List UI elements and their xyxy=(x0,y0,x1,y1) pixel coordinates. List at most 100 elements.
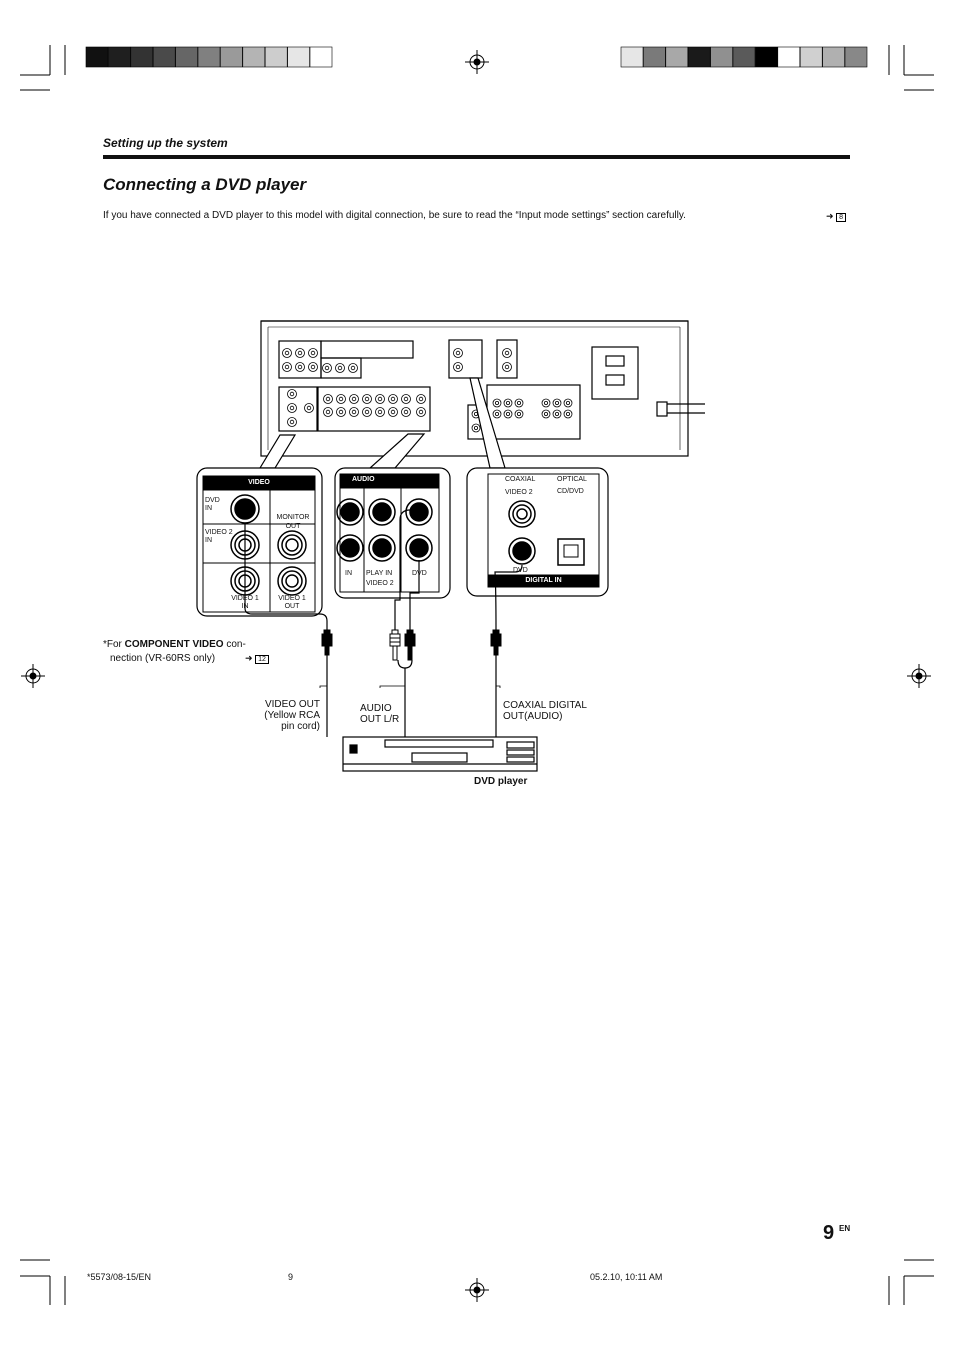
book-icon: 8 xyxy=(836,213,846,222)
panel-jack xyxy=(287,389,297,399)
panel-jack-center xyxy=(377,409,383,415)
panel-jack-center xyxy=(337,365,343,371)
page-number: 9 xyxy=(823,1222,835,1244)
panel-jack xyxy=(401,407,411,417)
panel-jack xyxy=(287,417,297,427)
book-icon: 12 xyxy=(255,655,269,664)
panel-jack xyxy=(336,407,346,417)
color-swatch xyxy=(710,46,733,68)
panel-jack xyxy=(416,394,426,404)
panel-jack-center xyxy=(555,400,560,405)
panel-jack xyxy=(295,362,305,372)
panel-jack-center xyxy=(566,400,571,405)
panel-jack xyxy=(323,407,333,417)
arrow-icon: ➜ xyxy=(245,653,253,663)
color-swatch xyxy=(732,46,756,68)
label-monitor: MONITOR xyxy=(276,514,310,521)
label-video1-in: VIDEO 1 IN xyxy=(231,595,259,610)
page-title: Connecting a DVD player xyxy=(103,175,307,194)
panel-jack-center xyxy=(289,405,295,411)
color-swatch xyxy=(620,46,644,68)
panel-jack xyxy=(563,409,573,419)
registration-mark-top xyxy=(465,50,489,74)
color-swatch xyxy=(665,46,689,68)
color-swatch xyxy=(777,46,801,68)
color-swatch xyxy=(197,46,221,68)
panel-jack xyxy=(503,398,513,408)
panel-jack xyxy=(453,348,463,358)
color-swatch xyxy=(309,46,333,68)
panel-jack-center xyxy=(403,396,409,402)
audio-panel xyxy=(334,467,451,599)
panel-jack xyxy=(304,403,314,413)
color-swatch xyxy=(844,46,868,68)
page-reference-intro: ➜ 8 xyxy=(826,211,846,222)
label-play-in: PLAY IN xyxy=(366,570,393,577)
panel-jack-center xyxy=(544,411,549,416)
video-panel xyxy=(196,467,323,617)
component-note-suffix: con- xyxy=(223,639,246,650)
label-video1-out: VIDEO 1 OUT xyxy=(278,595,306,610)
crop-marks xyxy=(20,45,934,1305)
panel-jack-center xyxy=(504,350,510,356)
panel-jack xyxy=(503,409,513,419)
panel-jack-center xyxy=(403,409,409,415)
label-optical: OPTICAL xyxy=(557,476,587,483)
label-digital-video2: VIDEO 2 xyxy=(505,489,533,496)
footer-doc-code: *5573/08-15/EN xyxy=(87,1272,152,1282)
panel-jack xyxy=(295,348,305,358)
label-cd-dvd: CD/DVD xyxy=(557,488,584,495)
panel-jack xyxy=(453,362,463,372)
label-audio-in: IN xyxy=(345,570,352,577)
color-swatch xyxy=(242,46,266,68)
panel-jack-center xyxy=(306,405,312,411)
panel-jack-center xyxy=(504,364,510,370)
audio-panel-header: AUDIO xyxy=(352,476,375,483)
panel-jack xyxy=(388,394,398,404)
panel-jack-center xyxy=(555,411,560,416)
section-rule xyxy=(103,155,850,159)
panel-jack xyxy=(552,398,562,408)
panel-jack-center xyxy=(350,365,356,371)
panel-jack xyxy=(362,407,372,417)
panel-jack-center xyxy=(505,400,510,405)
panel-jack-center xyxy=(284,350,290,356)
panel-jack-center xyxy=(418,396,424,402)
panel-jack-center xyxy=(390,409,396,415)
panel-jack-center xyxy=(544,400,549,405)
panel-jack xyxy=(471,423,481,433)
panel-jack-center xyxy=(289,419,295,425)
color-swatch xyxy=(687,46,711,68)
color-swatch xyxy=(799,46,823,68)
label-audio-video2: VIDEO 2 xyxy=(366,580,394,587)
label-dvd-in: DVD IN xyxy=(205,497,220,512)
panel-jack xyxy=(336,394,346,404)
label-monitor-out: OUT xyxy=(285,523,301,530)
panel-jack-center xyxy=(566,411,571,416)
registration-mark-bottom xyxy=(465,1278,489,1302)
panel-jack-center xyxy=(351,409,357,415)
panel-jack-center xyxy=(517,400,522,405)
panel-jack xyxy=(375,407,385,417)
panel-jack-center xyxy=(310,350,316,356)
section-label: Setting up the system xyxy=(103,136,228,150)
panel-jack xyxy=(323,394,333,404)
panel-jack-center xyxy=(473,425,478,430)
plugs xyxy=(321,629,502,661)
page-language: EN xyxy=(839,1224,851,1233)
footer-sheet: 9 xyxy=(288,1272,294,1282)
panel-jack-center xyxy=(284,364,290,370)
color-swatch xyxy=(755,46,778,68)
color-swatch xyxy=(108,46,131,68)
panel-jack-center xyxy=(289,391,295,397)
panel-jack-center xyxy=(418,409,424,415)
component-note-bold: COMPONENT VIDEO xyxy=(124,639,224,650)
color-swatch xyxy=(643,46,666,68)
panel-jack-center xyxy=(455,350,461,356)
color-swatch xyxy=(822,46,845,68)
color-swatch xyxy=(85,46,109,68)
color-bars-left xyxy=(85,46,333,68)
panel-jack xyxy=(388,407,398,417)
panel-jack-center xyxy=(517,411,522,416)
color-swatch xyxy=(175,46,198,68)
